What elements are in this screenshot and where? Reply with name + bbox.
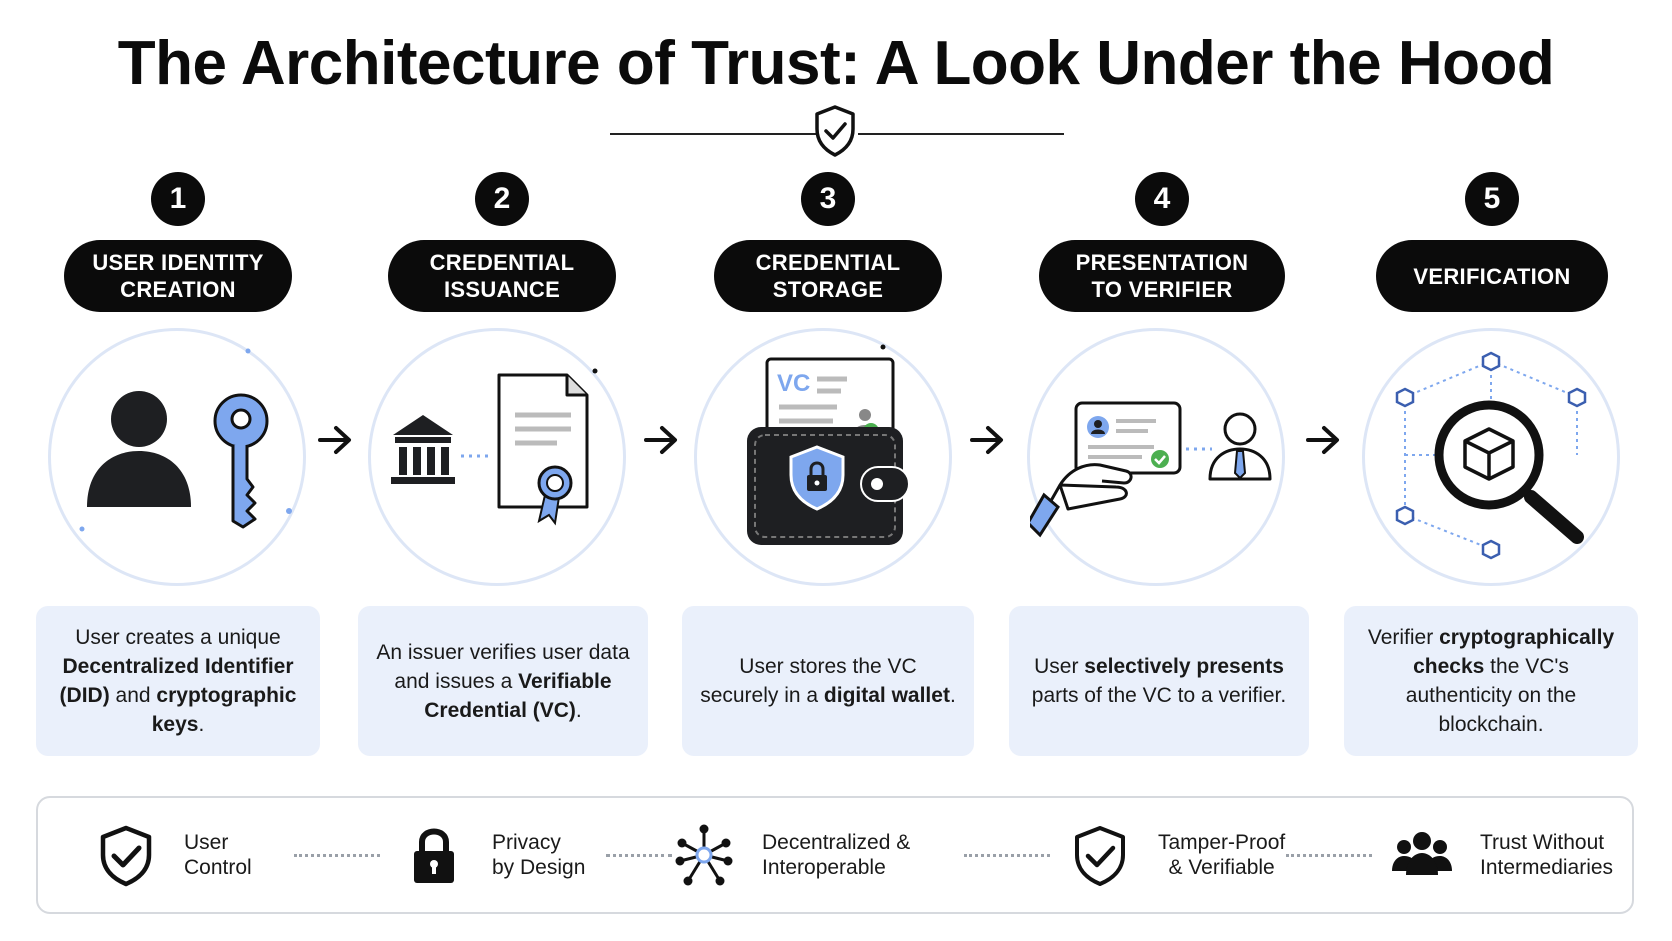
step-label: CREDENTIAL STORAGE xyxy=(714,240,942,312)
bank-icon xyxy=(391,415,455,484)
credential-card-icon xyxy=(1074,401,1182,475)
emphasis-text: cryptographic keys xyxy=(151,684,297,736)
feature-label: Control xyxy=(184,856,252,879)
step-number: 5 xyxy=(1465,172,1519,226)
network-icon xyxy=(675,824,733,886)
step-number: 1 xyxy=(151,172,205,226)
separator xyxy=(964,854,1050,857)
step-description: Verifier cryptographically checks the VC… xyxy=(1344,606,1638,756)
separator xyxy=(606,854,672,857)
step-label: PRESENTATION TO VERIFIER xyxy=(1039,240,1285,312)
hand-icon xyxy=(1030,463,1133,538)
step-description: User selectively presents parts of the V… xyxy=(1009,606,1309,756)
arrow-right-icon xyxy=(970,426,1003,454)
separator xyxy=(294,854,380,857)
emphasis-text: Verifiable Credential (VC) xyxy=(424,669,612,722)
vc-card-icon: VC xyxy=(765,357,895,451)
shield-lock-icon xyxy=(789,445,845,511)
feature-label: & Verifiable xyxy=(1168,856,1275,879)
title-divider-left xyxy=(610,133,816,135)
arrow-right-icon xyxy=(318,426,351,454)
verifier-person-icon xyxy=(1208,412,1272,481)
feature-label: Trust Without xyxy=(1480,831,1605,854)
vc-label: VC xyxy=(777,370,810,397)
step-label: CREDENTIAL ISSUANCE xyxy=(388,240,616,312)
step-number: 4 xyxy=(1135,172,1189,226)
certificate-document-icon xyxy=(497,373,589,526)
people-group-icon xyxy=(1392,832,1452,875)
step-illustration xyxy=(368,328,626,586)
step-label: VERIFICATION xyxy=(1376,240,1608,312)
shield-check-icon xyxy=(100,825,152,887)
step-description: An issuer verifies user data and issues … xyxy=(358,606,648,756)
user-icon xyxy=(87,391,191,507)
step-description: User creates a unique Decentralized Iden… xyxy=(36,606,320,756)
step-description: User stores the VC securely in a digital… xyxy=(682,606,974,756)
feature-decentralized-interoperable: Decentralized &Interoperable xyxy=(672,798,910,912)
feature-tamper-proof-verifiable: Tamper-Proof& Verifiable xyxy=(1068,798,1285,912)
emphasis-text: selectively presents xyxy=(1084,655,1284,678)
arrow-right-icon xyxy=(644,426,677,454)
step-number: 3 xyxy=(801,172,855,226)
step-number: 2 xyxy=(475,172,529,226)
emphasis-text: digital wallet xyxy=(823,684,950,707)
feature-label: Privacy xyxy=(492,831,561,854)
step-illustration: VC xyxy=(694,328,952,586)
feature-label: by Design xyxy=(492,856,586,879)
step-label: USER IDENTITY CREATION xyxy=(64,240,292,312)
page-title: The Architecture of Trust: A Look Under … xyxy=(117,29,1555,98)
feature-label: User xyxy=(184,831,229,854)
magnifier-icon xyxy=(1434,400,1584,544)
shield-check-icon xyxy=(815,105,855,157)
feature-label: Intermediaries xyxy=(1480,856,1614,879)
key-icon xyxy=(213,393,269,529)
step-illustration xyxy=(1362,328,1620,586)
separator xyxy=(1286,854,1372,857)
title-divider-right xyxy=(858,133,1064,135)
step-illustration xyxy=(48,328,306,586)
feature-label: Interoperable xyxy=(762,856,886,879)
padlock-icon xyxy=(414,828,454,883)
feature-label: Tamper-Proof xyxy=(1158,831,1286,854)
shield-check-icon xyxy=(1075,826,1125,886)
step-illustration xyxy=(1027,328,1285,586)
feature-label: Decentralized & xyxy=(762,831,911,854)
emphasis-text: cryptographically checks xyxy=(1413,626,1615,678)
arrow-right-icon xyxy=(1306,426,1339,454)
emphasis-text: Decentralized Identifier (DID) xyxy=(59,655,294,707)
